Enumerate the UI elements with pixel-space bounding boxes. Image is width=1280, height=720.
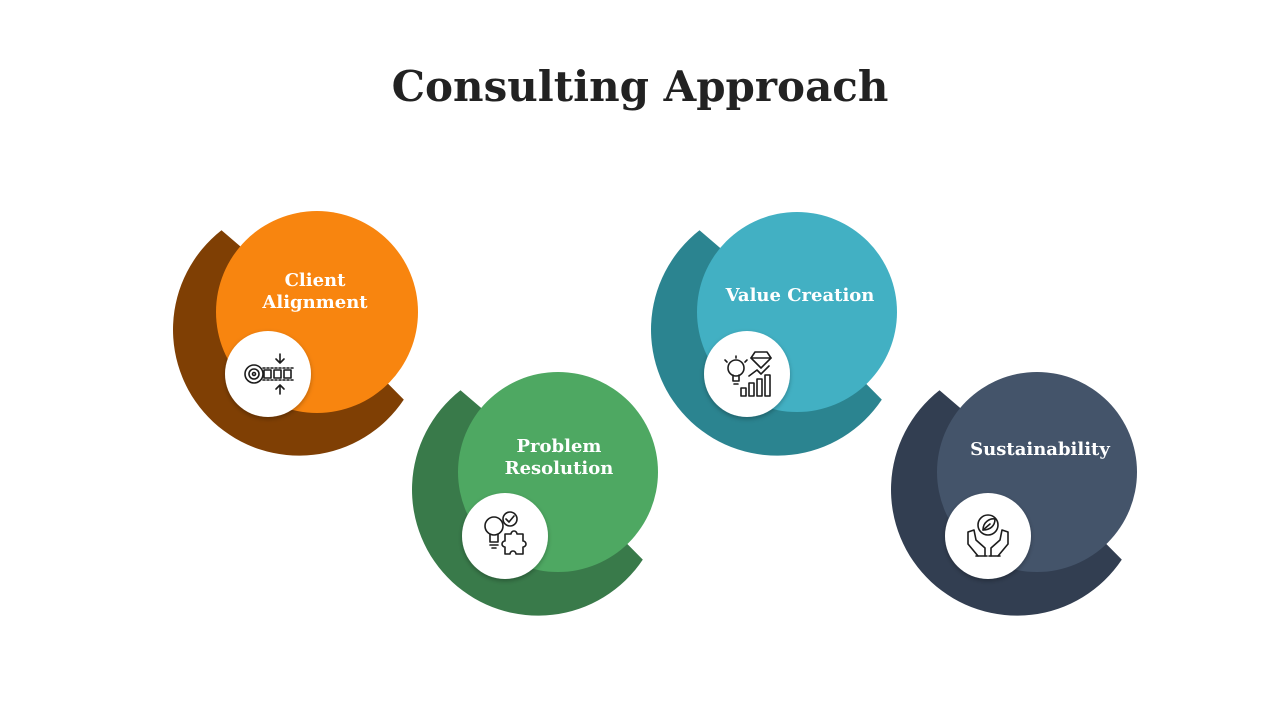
step-4-label: Sustainability [950, 439, 1130, 461]
step-3-icon-badge [704, 331, 790, 417]
step-value-creation [651, 212, 897, 456]
step-4-label-line-1: Sustainability [970, 439, 1110, 460]
step-1-label-line-1: Client [284, 270, 346, 291]
step-2-label-line-1: Problem [516, 436, 602, 457]
step-client-alignment [173, 211, 418, 456]
step-1-label: Client Alignment [225, 270, 405, 314]
step-3-label-line-1: Value Creation [725, 285, 875, 306]
step-2-label-line-2: Resolution [504, 458, 614, 479]
page-title: Consulting Approach [391, 62, 889, 111]
process-alignment-icon [244, 353, 295, 395]
step-2-label: Problem Resolution [469, 436, 649, 480]
step-3-label: Value Creation [710, 285, 890, 307]
idea-puzzle-icon [484, 511, 527, 555]
step-problem-resolution [412, 372, 658, 616]
step-1-label-line-2: Alignment [262, 292, 368, 313]
step-4-icon-badge [945, 493, 1031, 579]
hands-leaf-icon [967, 514, 1009, 557]
step-sustainability [891, 372, 1137, 616]
idea-diamond-growth-icon [724, 351, 772, 397]
step-1-icon-badge [225, 331, 311, 417]
